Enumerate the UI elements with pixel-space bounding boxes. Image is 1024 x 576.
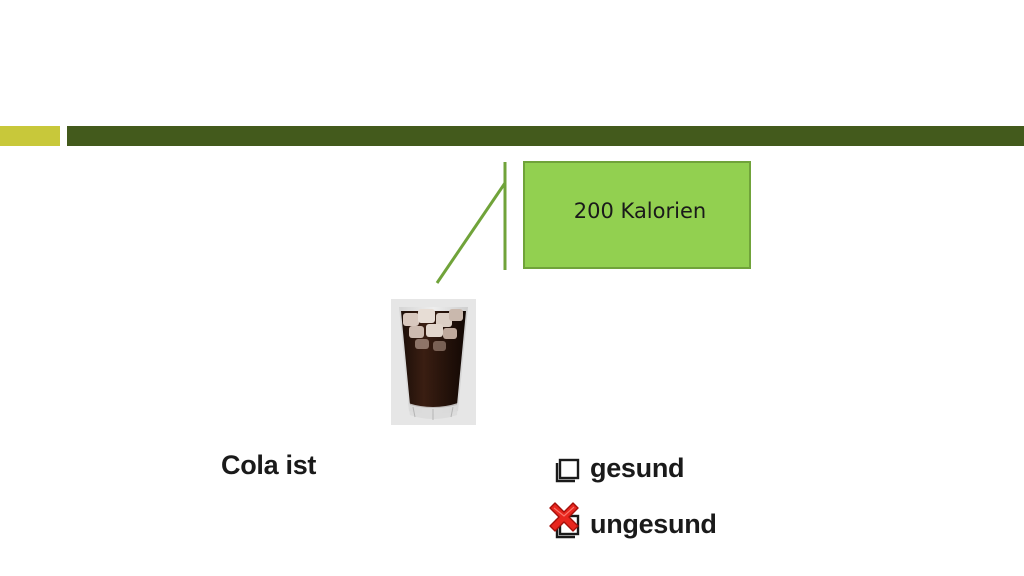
accent-bar-right <box>67 126 1024 146</box>
option-ungesund[interactable]: ungesund <box>549 502 717 541</box>
checkbox-icon[interactable] <box>549 502 582 541</box>
option-gesund[interactable]: gesund <box>554 451 685 485</box>
calorie-callout: 200 Kalorien <box>523 161 751 269</box>
question-lead-text: Cola ist <box>221 450 317 480</box>
option-ungesund-label: ungesund <box>590 508 717 539</box>
accent-bar-left <box>0 126 60 146</box>
cola-glass-icon <box>391 299 476 425</box>
checkbox-icon[interactable] <box>554 451 582 485</box>
option-gesund-label: gesund <box>590 452 685 483</box>
red-x-icon <box>549 502 579 532</box>
calorie-callout-text: 200 Kalorien <box>573 199 707 223</box>
